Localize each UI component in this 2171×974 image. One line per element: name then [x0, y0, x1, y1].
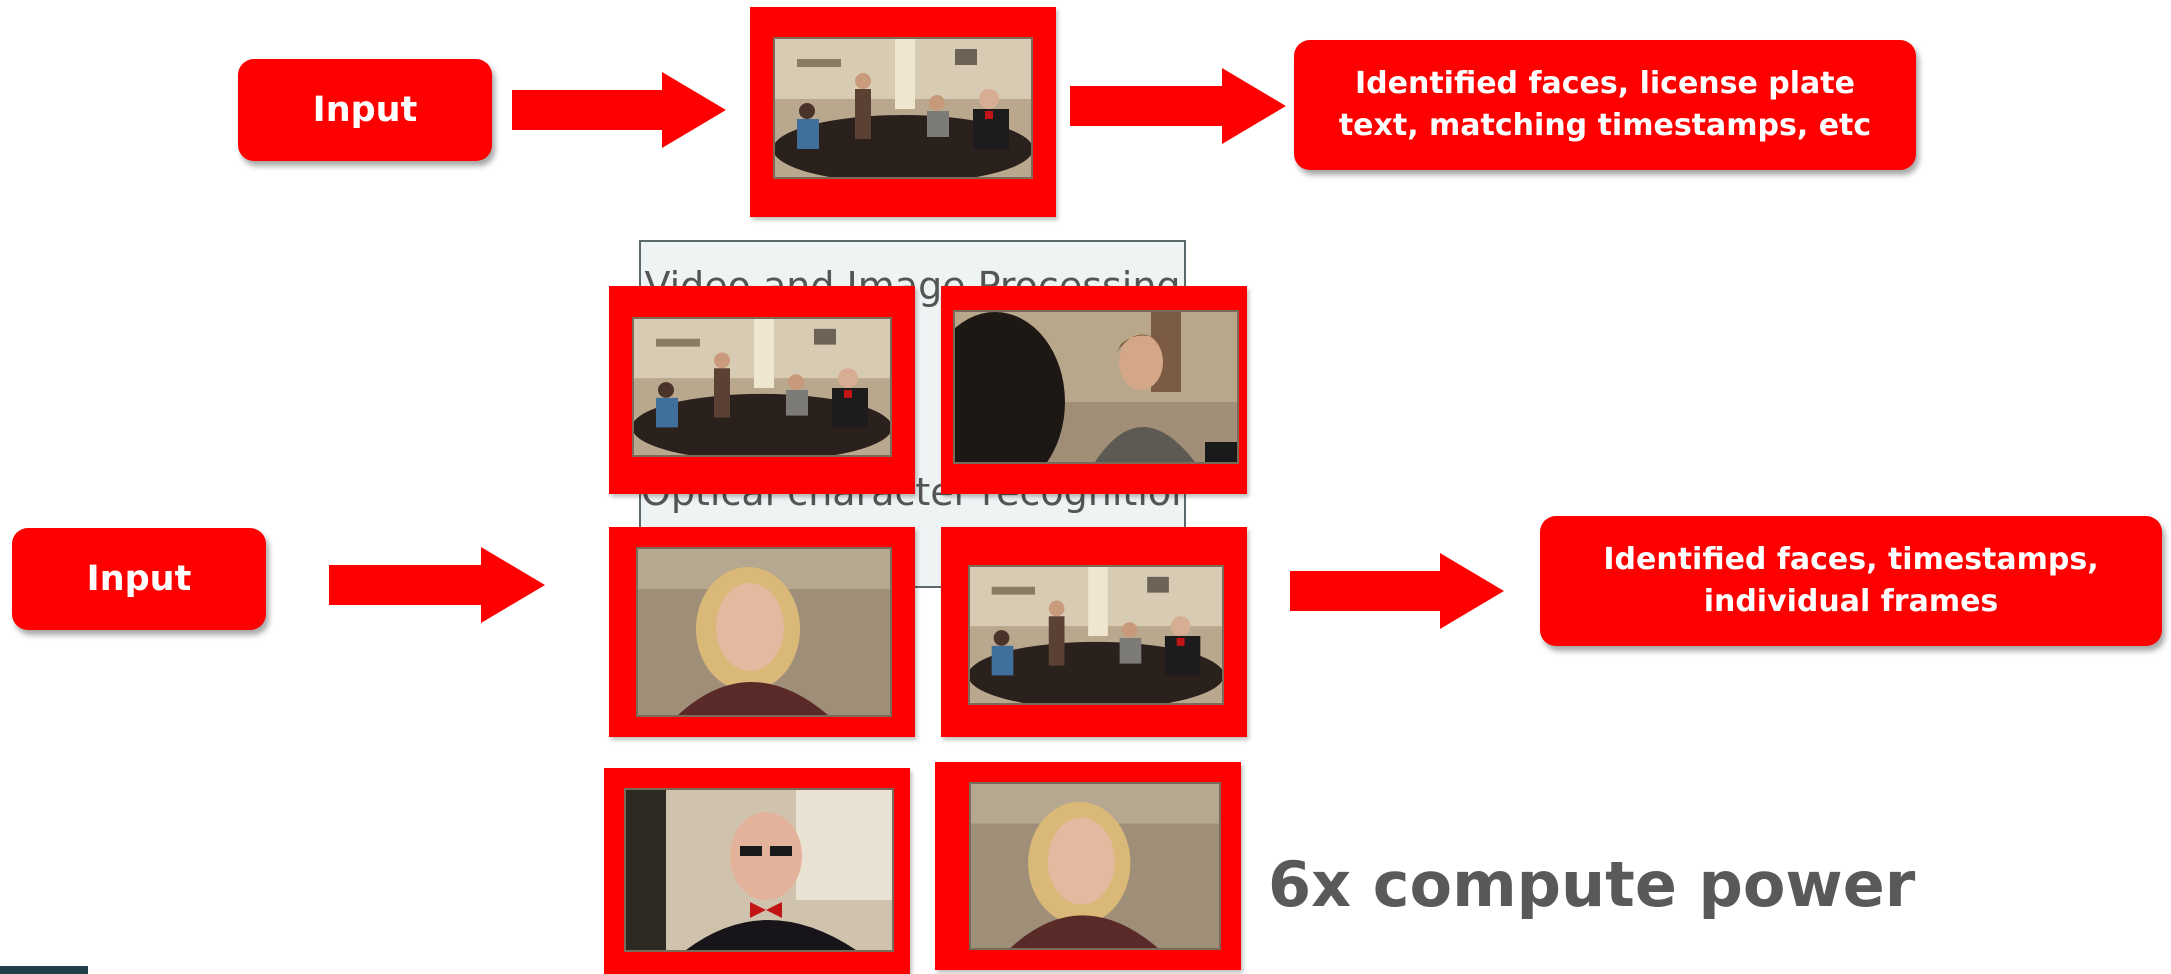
bald-man-image [626, 790, 892, 950]
bottom-input-arrow [329, 547, 545, 623]
frame-single-meeting [750, 7, 1056, 217]
young-man-image [955, 312, 1237, 462]
frame-grid-young-man [941, 286, 1247, 494]
bottom-input-label: Input [86, 559, 192, 599]
frame-grid-blonde-woman-1 [609, 527, 915, 737]
frame-grid-meeting-2 [941, 527, 1247, 737]
blonde-woman-image [638, 549, 890, 715]
bottom-output-box: Identified faces, timestamps, individual… [1540, 516, 2162, 646]
slide-corner-bar [0, 966, 88, 974]
top-output-box: Identified faces, license plate text, ma… [1294, 40, 1916, 170]
bottom-output-arrow [1290, 553, 1504, 629]
frame-grid-meeting-1 [609, 286, 915, 494]
bottom-input-box: Input [12, 528, 266, 630]
top-input-label: Input [312, 90, 418, 130]
frame-grid-blonde-woman-2 [935, 762, 1241, 970]
frame-grid-bald-man [604, 768, 910, 974]
meeting-room-image [775, 39, 1031, 177]
blonde-woman-image [971, 784, 1219, 948]
meeting-room-image [970, 567, 1222, 703]
top-input-box: Input [238, 59, 492, 161]
top-output-label: Identified faces, license plate text, ma… [1338, 66, 1872, 143]
bottom-output-label: Identified faces, timestamps, individual… [1603, 542, 2099, 619]
top-input-arrow [512, 72, 726, 148]
meeting-room-image [634, 319, 890, 455]
compute-power-caption: 6x compute power [1268, 848, 1916, 921]
top-output-arrow [1070, 68, 1286, 144]
